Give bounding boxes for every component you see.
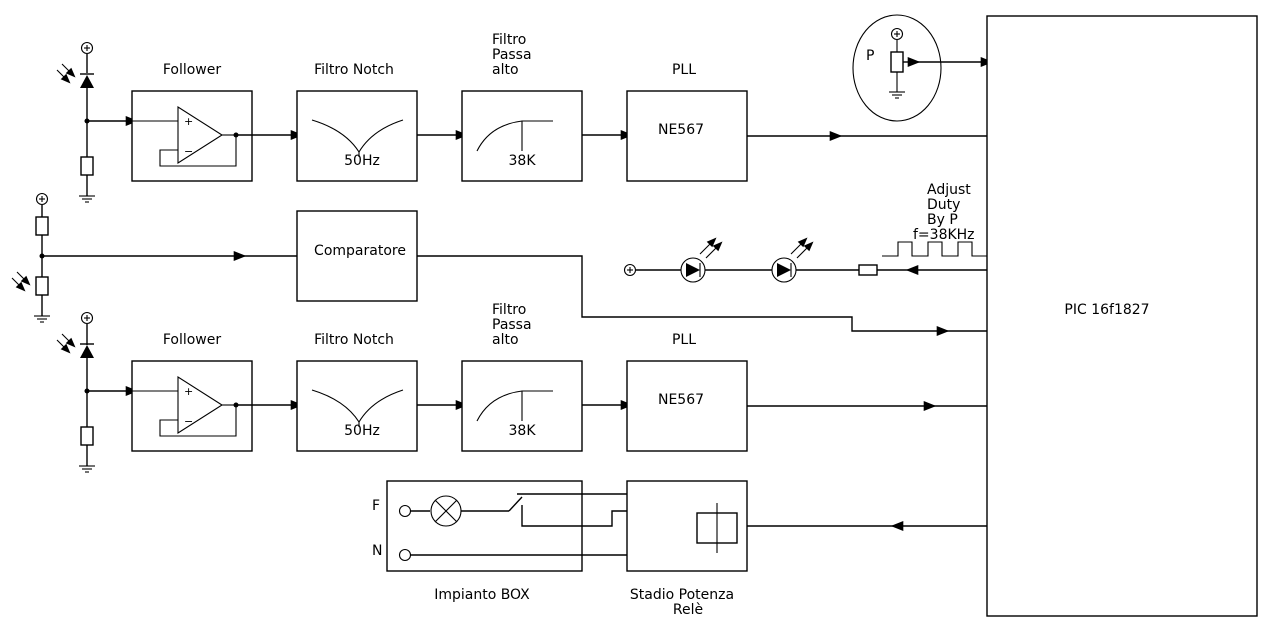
- pot-label: P: [866, 48, 874, 64]
- highpass-label-3: alto: [492, 62, 519, 78]
- comparator-label: Comparatore: [314, 243, 406, 259]
- follower-label: Follower: [163, 62, 222, 78]
- highpass-label-3: alto: [492, 332, 519, 348]
- follower-label: Follower: [163, 332, 222, 348]
- highpass-label-1: Filtro: [492, 302, 526, 318]
- pwm-note-1: Adjust: [927, 182, 971, 198]
- ne567-label: NE567: [658, 392, 704, 408]
- pll-label: PLL: [672, 62, 696, 78]
- pwm-annotation: Adjust Duty By P f=38KHz: [882, 182, 987, 257]
- resistor-icon: [80, 156, 94, 176]
- follower-block-2: Follower + −: [131, 332, 253, 452]
- notch-label: Filtro Notch: [314, 62, 394, 78]
- light-arrows-icon: [12, 272, 27, 288]
- terminal-icon: [398, 548, 412, 562]
- box-label: Impianto BOX: [434, 587, 530, 603]
- notch-freq: 50Hz: [344, 153, 380, 169]
- channel-1: Follower + − Filtro Notch 50Hz Filtro Pa…: [57, 32, 987, 203]
- ground-icon: [78, 465, 96, 473]
- plus-supply-icon: [35, 192, 49, 206]
- resistor-icon: [80, 426, 94, 446]
- pwm-waveform-icon: [882, 241, 987, 257]
- opamp-icon: + −: [132, 375, 239, 437]
- highpass-label-2: Passa: [492, 47, 532, 63]
- highpass-freq: 38K: [509, 153, 537, 169]
- phase-label: F: [372, 498, 380, 514]
- led-icon: [680, 237, 723, 283]
- switch-contact-icon: [508, 496, 523, 512]
- led-icon: [771, 237, 814, 283]
- pwm-note-2: Duty: [927, 197, 960, 213]
- svg-text:−: −: [184, 145, 193, 158]
- sensor-2: [57, 311, 139, 473]
- ground-icon: [33, 315, 51, 323]
- svg-text:+: +: [184, 385, 193, 398]
- highpass-label-2: Passa: [492, 317, 532, 333]
- svg-text:+: +: [184, 115, 193, 128]
- highpass-freq: 38K: [509, 423, 537, 439]
- ground-icon: [888, 91, 906, 99]
- mcu-block: PIC 16f1827: [986, 15, 1258, 617]
- resistor-icon: [858, 264, 878, 276]
- plus-supply-icon: [623, 263, 637, 277]
- plus-supply-icon: [890, 27, 904, 41]
- terminal-icon: [398, 504, 412, 518]
- plus-supply-icon: [80, 41, 94, 55]
- pwm-note-4: f=38KHz: [913, 227, 975, 243]
- notch-block-1: Filtro Notch 50Hz: [296, 62, 418, 182]
- highpass-block-2: Filtro Passa alto 38K: [461, 302, 583, 452]
- ground-icon: [78, 195, 96, 203]
- power-stage-label-1: Stadio Potenza: [630, 587, 734, 603]
- resistor-icon: [35, 216, 49, 236]
- mcu-label: PIC 16f1827: [1064, 302, 1149, 318]
- potentiometer-group: P: [852, 14, 994, 122]
- pll-block-1: PLL NE567: [626, 62, 748, 182]
- ir-led-output: Adjust Duty By P f=38KHz: [623, 182, 987, 283]
- neutral-label: N: [372, 543, 382, 559]
- photodiode-icon: [57, 334, 94, 358]
- comparator-channel: Comparatore: [12, 192, 987, 337]
- photodiode-icon: [57, 64, 94, 88]
- notch-block-2: Filtro Notch 50Hz: [296, 332, 418, 452]
- pll-label: PLL: [672, 332, 696, 348]
- notch-label: Filtro Notch: [314, 332, 394, 348]
- comparator-block: Comparatore: [296, 210, 418, 302]
- ne567-label: NE567: [658, 122, 704, 138]
- sensor-1: [57, 41, 139, 203]
- channel-2: Follower + − Filtro Notch 50Hz Filtro Pa…: [57, 302, 987, 473]
- photoresistor-icon: [35, 276, 49, 296]
- load-section: Impianto BOX F N Stadio Potenza Relè: [372, 480, 987, 618]
- potentiometer-icon: [890, 51, 904, 73]
- pwm-note-3: By P: [927, 212, 958, 228]
- follower-block-1: Follower + −: [131, 62, 253, 182]
- highpass-block-1: Filtro Passa alto 38K: [461, 32, 583, 182]
- highpass-label-1: Filtro: [492, 32, 526, 48]
- notch-freq: 50Hz: [344, 423, 380, 439]
- plus-supply-icon: [80, 311, 94, 325]
- pll-block-2: PLL NE567: [626, 332, 748, 452]
- power-stage-label-2: Relè: [673, 602, 703, 618]
- opamp-icon: + −: [132, 105, 239, 167]
- svg-text:−: −: [184, 415, 193, 428]
- relay-stage: Stadio Potenza Relè: [626, 480, 748, 618]
